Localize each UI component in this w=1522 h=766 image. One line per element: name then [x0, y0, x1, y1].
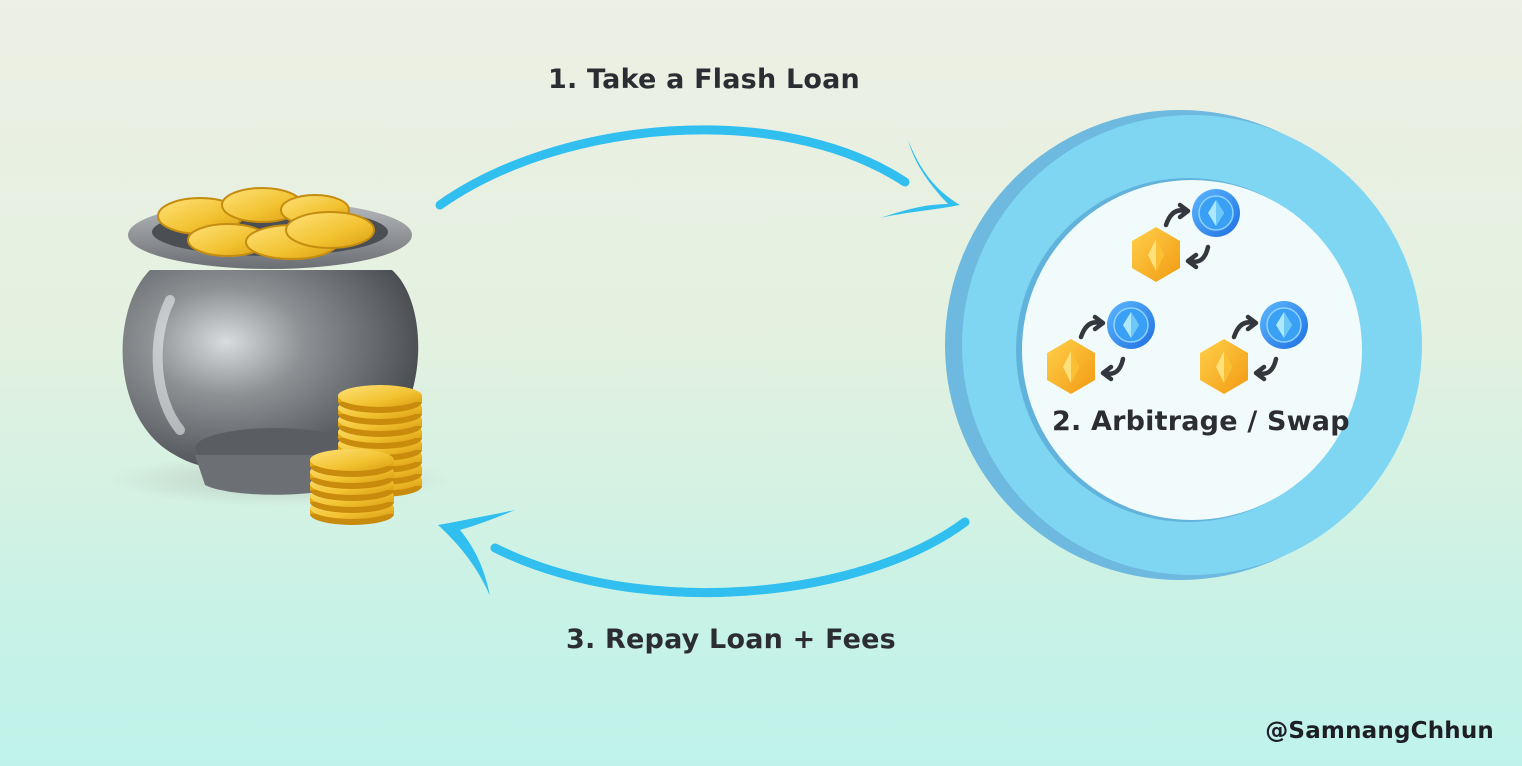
author-credit: @SamnangChhun — [1265, 718, 1494, 744]
arrow-take-loan — [440, 130, 960, 218]
pot-of-gold-icon — [110, 188, 450, 525]
arrow-repay-loan — [438, 510, 965, 596]
step-repay-label: 3. Repay Loan + Fees — [566, 624, 896, 655]
swap-pool-ring — [945, 110, 1422, 580]
step-take-loan-label: 1. Take a Flash Loan — [548, 64, 860, 95]
step-arbitrage-label: 2. Arbitrage / Swap — [1052, 406, 1350, 437]
